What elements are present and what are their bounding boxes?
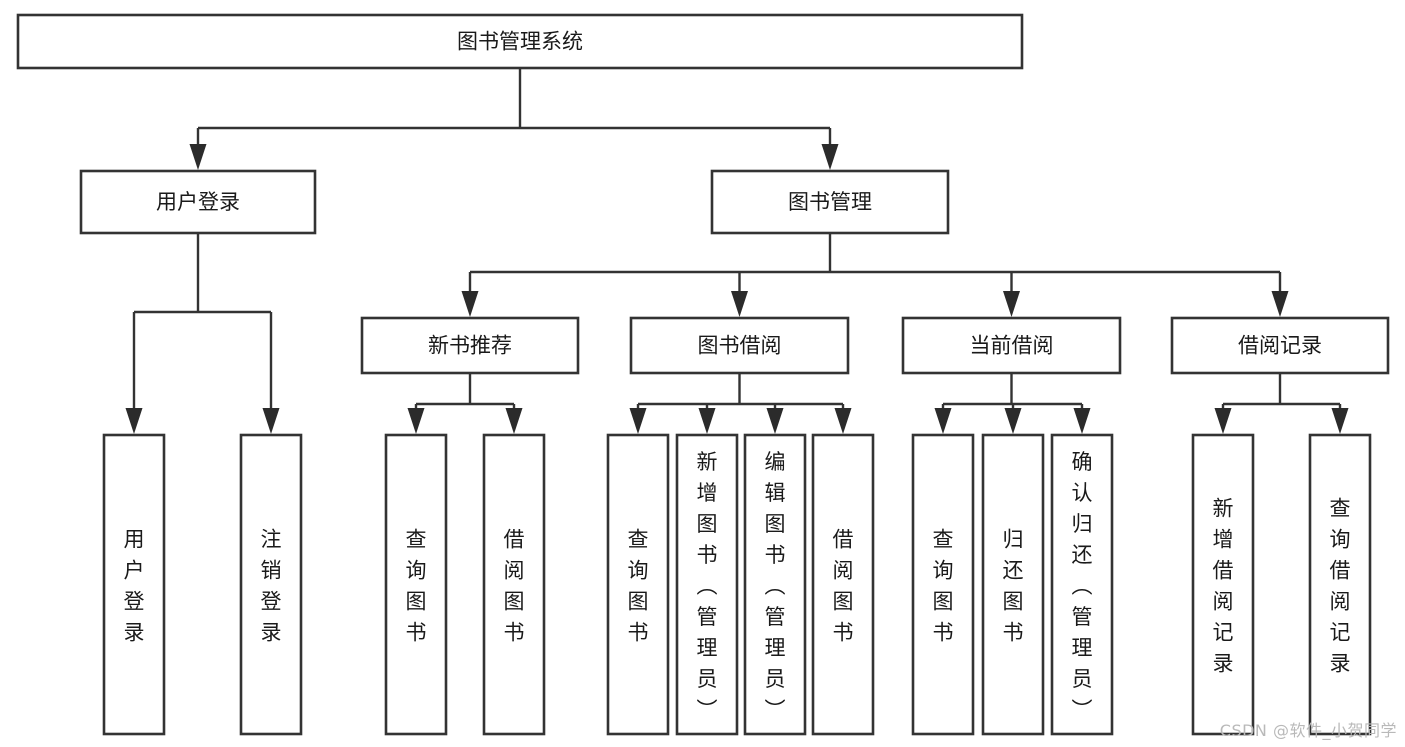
arrowhead-icon	[1214, 408, 1232, 434]
arrowhead-icon	[1331, 408, 1349, 434]
node-book-manage[interactable]: 图书管理	[710, 169, 950, 235]
node-label: 图书管理	[788, 190, 872, 214]
connector-group-new-book-rec	[407, 373, 523, 434]
arrowhead-icon	[1003, 291, 1020, 317]
node-box[interactable]	[79, 169, 317, 235]
connector-layer	[125, 68, 1349, 434]
node-box[interactable]	[102, 433, 166, 736]
node-leaf-add-book[interactable]: 新增图书︵管理员︶	[675, 433, 739, 736]
arrowhead-icon	[934, 408, 952, 434]
node-label: 图书借阅	[698, 334, 782, 358]
arrowhead-icon	[461, 291, 479, 317]
arrowhead-icon	[262, 408, 280, 434]
arrowhead-icon	[1271, 291, 1289, 317]
connector-group-borrow-record	[1214, 373, 1349, 434]
node-leaf-return-book[interactable]: 归还图书	[981, 433, 1045, 736]
node-box[interactable]	[1191, 433, 1255, 736]
arrowhead-icon	[505, 408, 523, 434]
arrowhead-icon	[407, 408, 425, 434]
node-root[interactable]: 图书管理系统	[16, 13, 1024, 70]
node-leaf-query-book-2[interactable]: 查询图书	[606, 433, 670, 736]
arrowhead-icon	[125, 408, 143, 434]
node-label: 图书管理系统	[457, 30, 583, 54]
node-box[interactable]	[981, 433, 1045, 736]
node-leaf-confirm-return[interactable]: 确认归还︵管理员︶	[1050, 433, 1114, 736]
node-current-borrow[interactable]: 当前借阅	[901, 316, 1122, 375]
node-label: 新书推荐	[428, 334, 512, 358]
arrowhead-icon	[834, 408, 852, 434]
node-user-login[interactable]: 用户登录	[79, 169, 317, 235]
arrowhead-icon	[629, 408, 647, 434]
node-leaf-query-book-1[interactable]: 查询图书	[384, 433, 448, 736]
node-borrow-record[interactable]: 借阅记录	[1170, 316, 1390, 375]
node-leaf-borrow-book-1[interactable]: 借阅图书	[482, 433, 546, 736]
node-leaf-edit-book[interactable]: 编辑图书︵管理员︶	[743, 433, 807, 736]
node-box[interactable]	[710, 169, 950, 235]
node-label: 用户登录	[156, 190, 240, 214]
node-leaf-user-login[interactable]: 用户登录	[102, 433, 166, 736]
node-book-borrow[interactable]: 图书借阅	[629, 316, 850, 375]
node-label: 借阅图书	[833, 528, 854, 645]
node-label: 当前借阅	[970, 334, 1054, 358]
node-box[interactable]	[606, 433, 670, 736]
node-leaf-logout[interactable]: 注销登录	[239, 433, 303, 736]
node-leaf-query-book-3[interactable]: 查询图书	[911, 433, 975, 736]
arrowhead-icon	[1004, 408, 1022, 434]
node-leaf-borrow-book-2[interactable]: 借阅图书	[811, 433, 875, 736]
node-label: 查询图书	[628, 528, 649, 645]
node-box[interactable]	[911, 433, 975, 736]
connector-group-book-borrow	[629, 373, 852, 434]
node-label: 借阅记录	[1238, 334, 1322, 358]
node-label: 新增图书︵管理员︶	[697, 450, 718, 722]
node-layer: 图书管理系统用户登录图书管理新书推荐图书借阅当前借阅借阅记录用户登录注销登录查询…	[16, 13, 1390, 736]
node-label: 编辑图书︵管理员︶	[765, 450, 786, 722]
node-label: 借阅图书	[504, 528, 525, 645]
node-label: 确认归还︵管理员︶	[1072, 450, 1093, 722]
arrowhead-icon	[821, 144, 839, 170]
node-new-book-rec[interactable]: 新书推荐	[360, 316, 580, 375]
arrowhead-icon	[731, 291, 748, 317]
arrowhead-icon	[189, 144, 207, 170]
node-box[interactable]	[675, 433, 739, 736]
node-box[interactable]	[482, 433, 546, 736]
node-leaf-add-record[interactable]: 新增借阅记录	[1191, 433, 1255, 736]
arrowhead-icon	[766, 408, 784, 434]
watermark-label: CSDN @软件_小贺同学	[1219, 721, 1397, 740]
node-box[interactable]	[239, 433, 303, 736]
node-box[interactable]	[1170, 316, 1390, 375]
node-box[interactable]	[1308, 433, 1372, 736]
node-box[interactable]	[360, 316, 580, 375]
node-box[interactable]	[743, 433, 807, 736]
node-box[interactable]	[901, 316, 1122, 375]
node-box[interactable]	[1050, 433, 1114, 736]
node-box[interactable]	[629, 316, 850, 375]
node-label: 查询图书	[933, 528, 954, 645]
arrowhead-icon	[1073, 408, 1091, 434]
connector-group-book-manage	[461, 233, 1289, 317]
node-label: 用户登录	[124, 528, 145, 645]
node-box[interactable]	[811, 433, 875, 736]
node-label: 查询借阅记录	[1330, 497, 1351, 676]
node-leaf-query-record[interactable]: 查询借阅记录	[1308, 433, 1372, 736]
node-label: 归还图书	[1003, 528, 1024, 645]
connector-group-current-borrow	[934, 373, 1091, 434]
node-label: 查询图书	[406, 528, 427, 645]
connector-group-user-login	[125, 233, 280, 434]
node-label: 新增借阅记录	[1213, 497, 1234, 676]
node-box[interactable]	[16, 13, 1024, 70]
connector-group-root	[189, 68, 839, 170]
node-box[interactable]	[384, 433, 448, 736]
arrowhead-icon	[698, 408, 716, 434]
node-label: 注销登录	[261, 528, 282, 645]
